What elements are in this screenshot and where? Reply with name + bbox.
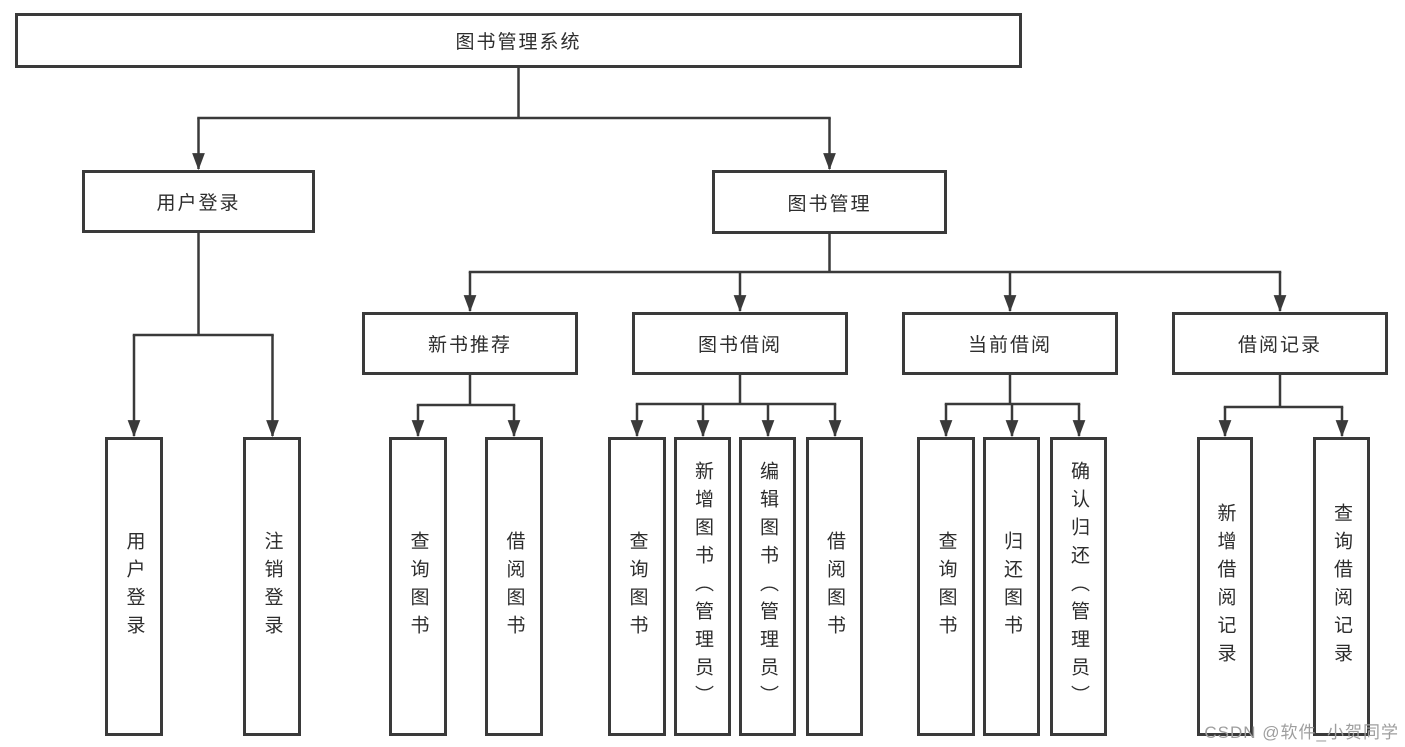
node-label: 查询图书 [626,530,648,643]
node-library-management-system: 图书管理系统 [15,13,1022,68]
node-book-borrowing: 图书借阅 [632,312,848,375]
node-label: 新增图书（管理员） [692,460,713,713]
node-return-books: 归还图书 [983,437,1040,736]
node-label: 查询借阅记录 [1331,502,1352,671]
node-label: 新增借阅记录 [1214,502,1236,671]
node-label: 当前借阅 [967,335,1052,356]
node-label: 借阅图书 [503,530,525,643]
node-label: 借阅图书 [824,530,845,643]
node-edit-books-admin: 编辑图书（管理员） [739,437,796,736]
node-logout: 注销登录 [243,437,301,736]
node-borrowing-records: 借阅记录 [1172,312,1388,375]
node-query-borrow-record: 查询借阅记录 [1313,437,1370,736]
csdn-watermark: CSDN @软件_小贺同学 [1204,723,1399,742]
node-label: 借阅记录 [1237,335,1322,356]
node-query-books-borrow: 查询图书 [608,437,666,736]
node-current-borrowing: 当前借阅 [902,312,1118,375]
node-label: 用户登录 [123,530,145,643]
node-new-book-recommendation: 新书推荐 [362,312,578,375]
node-label: 确认归还（管理员） [1068,460,1089,713]
node-label: 图书管理 [787,193,872,215]
node-borrow-books-recommend: 借阅图书 [485,437,543,736]
node-label: 编辑图书（管理员） [757,460,778,713]
node-label: 注销登录 [261,530,283,643]
node-confirm-return-admin: 确认归还（管理员） [1050,437,1107,736]
node-label: 查询图书 [935,530,957,643]
node-label: 图书借阅 [697,335,782,356]
node-label: 用户登录 [156,193,241,214]
node-label: 图书管理系统 [455,32,582,53]
node-add-books-admin: 新增图书（管理员） [674,437,731,736]
node-query-books-recommend: 查询图书 [389,437,447,736]
node-user-login: 用户登录 [105,437,163,736]
node-label: 新书推荐 [427,335,512,356]
node-user-login-group: 用户登录 [82,170,315,233]
node-label: 归还图书 [1001,530,1022,643]
node-label: 查询图书 [407,530,429,643]
node-add-borrow-record: 新增借阅记录 [1197,437,1253,736]
node-book-management: 图书管理 [712,170,947,234]
node-borrow-books: 借阅图书 [806,437,863,736]
node-query-books-current: 查询图书 [917,437,975,736]
